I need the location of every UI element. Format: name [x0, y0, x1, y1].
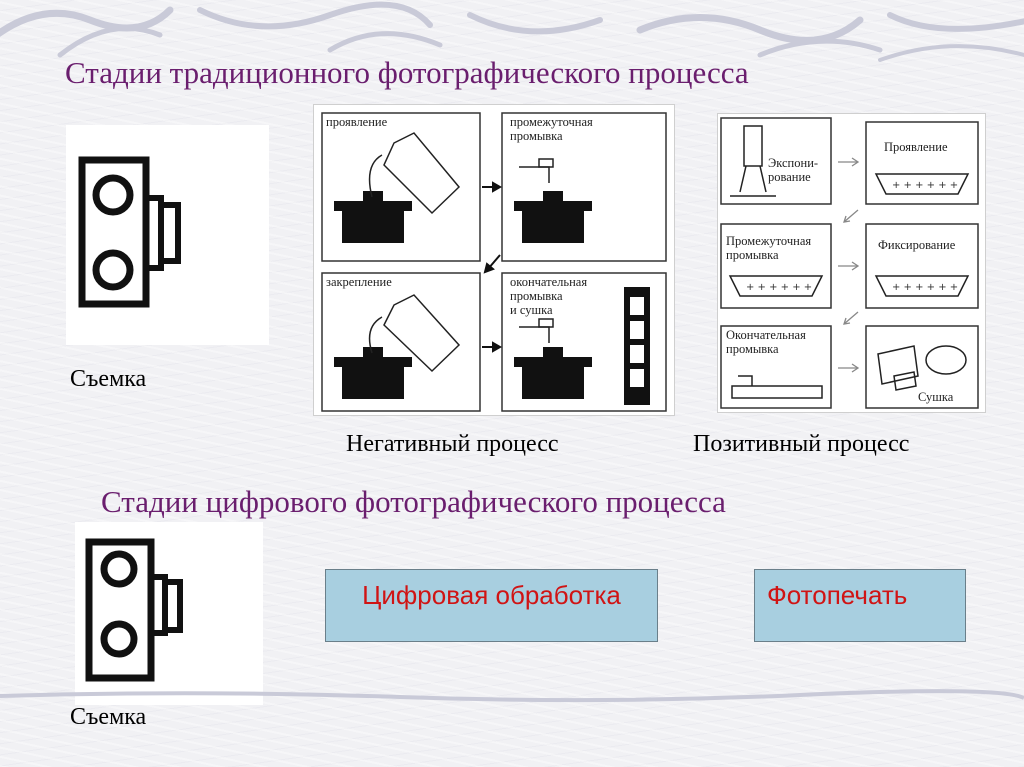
positive-process-caption: Позитивный процесс [693, 431, 910, 457]
positive-step-4: Фиксирование [878, 238, 956, 252]
shooting-label-top: Съемка [70, 366, 147, 392]
negative-step-2: промежуточная промывка [510, 115, 593, 143]
positive-step-6: Сушка [918, 390, 954, 404]
negative-step-1: проявление [326, 115, 388, 129]
decorative-divider-line [0, 689, 1024, 703]
traditional-process-title: Стадии традиционного фотографического пр… [65, 55, 749, 90]
camera-illustration-bottom [75, 522, 263, 705]
negative-step-3: закрепление [326, 275, 392, 289]
positive-step-5: Окончательная промывка [726, 328, 806, 356]
decorative-swirls [0, 1, 1024, 62]
svg-text:+ + + + + +: + + + + + + [892, 282, 958, 293]
digital-process-title: Стадии цифрового фотографического процес… [101, 484, 726, 519]
positive-step-2: Проявление [884, 140, 948, 154]
digital-processing-stage: Цифровая обработка [325, 569, 658, 642]
camera-icon [85, 538, 183, 682]
negative-process-caption: Негативный процесс [346, 431, 559, 457]
photo-printing-label: Фотопечать [767, 580, 908, 610]
shooting-label-bottom: Съемка [70, 704, 147, 730]
negative-process-diagram: проявление промежуточная промывка закреп… [313, 104, 675, 416]
camera-illustration-top [66, 125, 269, 345]
digital-processing-label: Цифровая обработка [362, 580, 621, 610]
svg-text:+ + + + + +: + + + + + + [746, 282, 812, 293]
positive-step-3: Промежуточная промывка [726, 234, 812, 262]
svg-text:+ + + + + +: + + + + + + [892, 180, 958, 191]
positive-process-diagram: + + + + + + + + + + + + + + + + + + Эксп… [717, 113, 986, 413]
negative-step-4: окончательная промывка и сушка [510, 275, 588, 317]
photo-printing-stage: Фотопечать [754, 569, 966, 642]
camera-icon [78, 156, 181, 308]
positive-step-1: Экспони- рование [768, 156, 819, 184]
